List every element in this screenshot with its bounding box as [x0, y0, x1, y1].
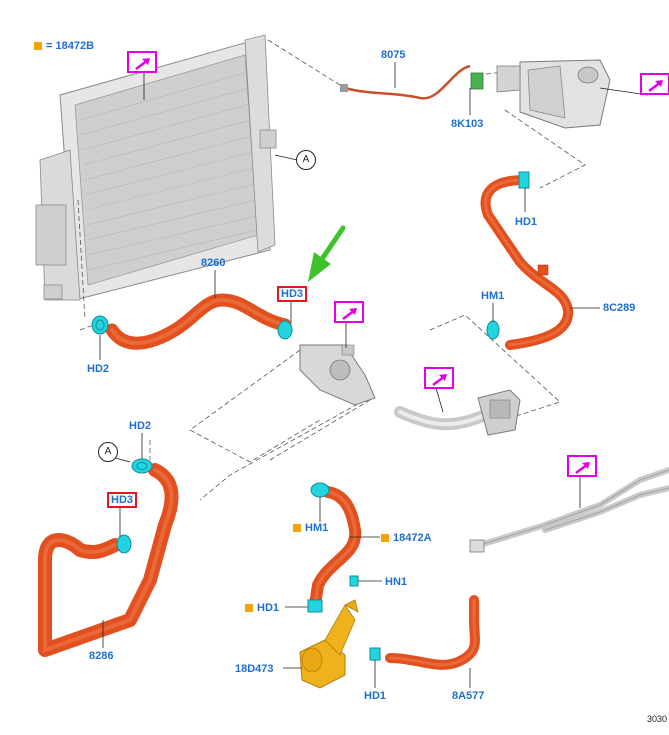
circle-marker-a: A: [296, 150, 316, 170]
label-8260: 8260: [201, 257, 226, 269]
label-HM1-center-text: HM1: [305, 522, 329, 534]
clamps: [91, 171, 530, 661]
label-8286: 8286: [89, 650, 114, 662]
overflow-hose-8075: [340, 64, 471, 100]
label-8C289: 8C289: [603, 302, 636, 314]
hose-8C289: [480, 175, 574, 350]
label-HD2-left: HD2: [87, 363, 110, 375]
view-callout-icon[interactable]: [567, 455, 597, 477]
legend: = 18472B: [34, 40, 94, 52]
sensor-8K103: [470, 72, 484, 90]
legend-text: = 18472B: [46, 40, 95, 52]
view-callout-icon[interactable]: [424, 367, 454, 389]
grey-pipes: [477, 467, 669, 548]
degas-bottle: [496, 59, 611, 129]
label-18472A-text: 18472A: [393, 532, 432, 544]
view-callout-icon[interactable]: [640, 73, 669, 95]
hose-8A577: [385, 595, 480, 670]
label-leaders: [99, 62, 649, 688]
label-HD2-mid: HD2: [129, 420, 152, 432]
outlet-housing: [477, 389, 521, 436]
hose-8260: [105, 293, 292, 350]
label-8A577: 8A577: [452, 690, 485, 702]
label-HD1-bottom: HD1: [364, 690, 387, 702]
label-HM1-right: HM1: [481, 290, 505, 302]
label-HD1-top: HD1: [515, 216, 538, 228]
label-HD3-mid: HD3: [107, 492, 138, 508]
label-HD3-top: HD3: [277, 286, 308, 302]
thermostat-housing: [299, 344, 376, 406]
label-8K103: 8K103: [451, 118, 484, 130]
circle-marker-a: A: [98, 442, 118, 462]
label-8075: 8075: [381, 49, 406, 61]
orange-marker-icon: [381, 534, 389, 542]
reference-number: 3030: [647, 714, 668, 724]
label-HN1: HN1: [385, 576, 408, 588]
label-HM1-center: HM1: [293, 522, 328, 534]
leader-lines: [77, 39, 586, 501]
electric-pump-18D473: [299, 599, 359, 689]
grey-pipes-edge: [479, 469, 669, 546]
label-18D473: 18D473: [235, 663, 274, 675]
radiator: [35, 34, 277, 301]
label-18472A: 18472A: [381, 532, 432, 544]
orange-marker-icon: [245, 604, 253, 612]
label-HD1-center: HD1: [245, 602, 279, 614]
view-callout-icon[interactable]: [127, 51, 157, 73]
view-callout-icon[interactable]: [334, 301, 364, 323]
orange-marker-icon: [293, 524, 301, 532]
label-HD1-center-text: HD1: [257, 602, 280, 614]
orange-marker-icon: [34, 42, 42, 50]
direction-arrow-icon: [308, 225, 346, 282]
